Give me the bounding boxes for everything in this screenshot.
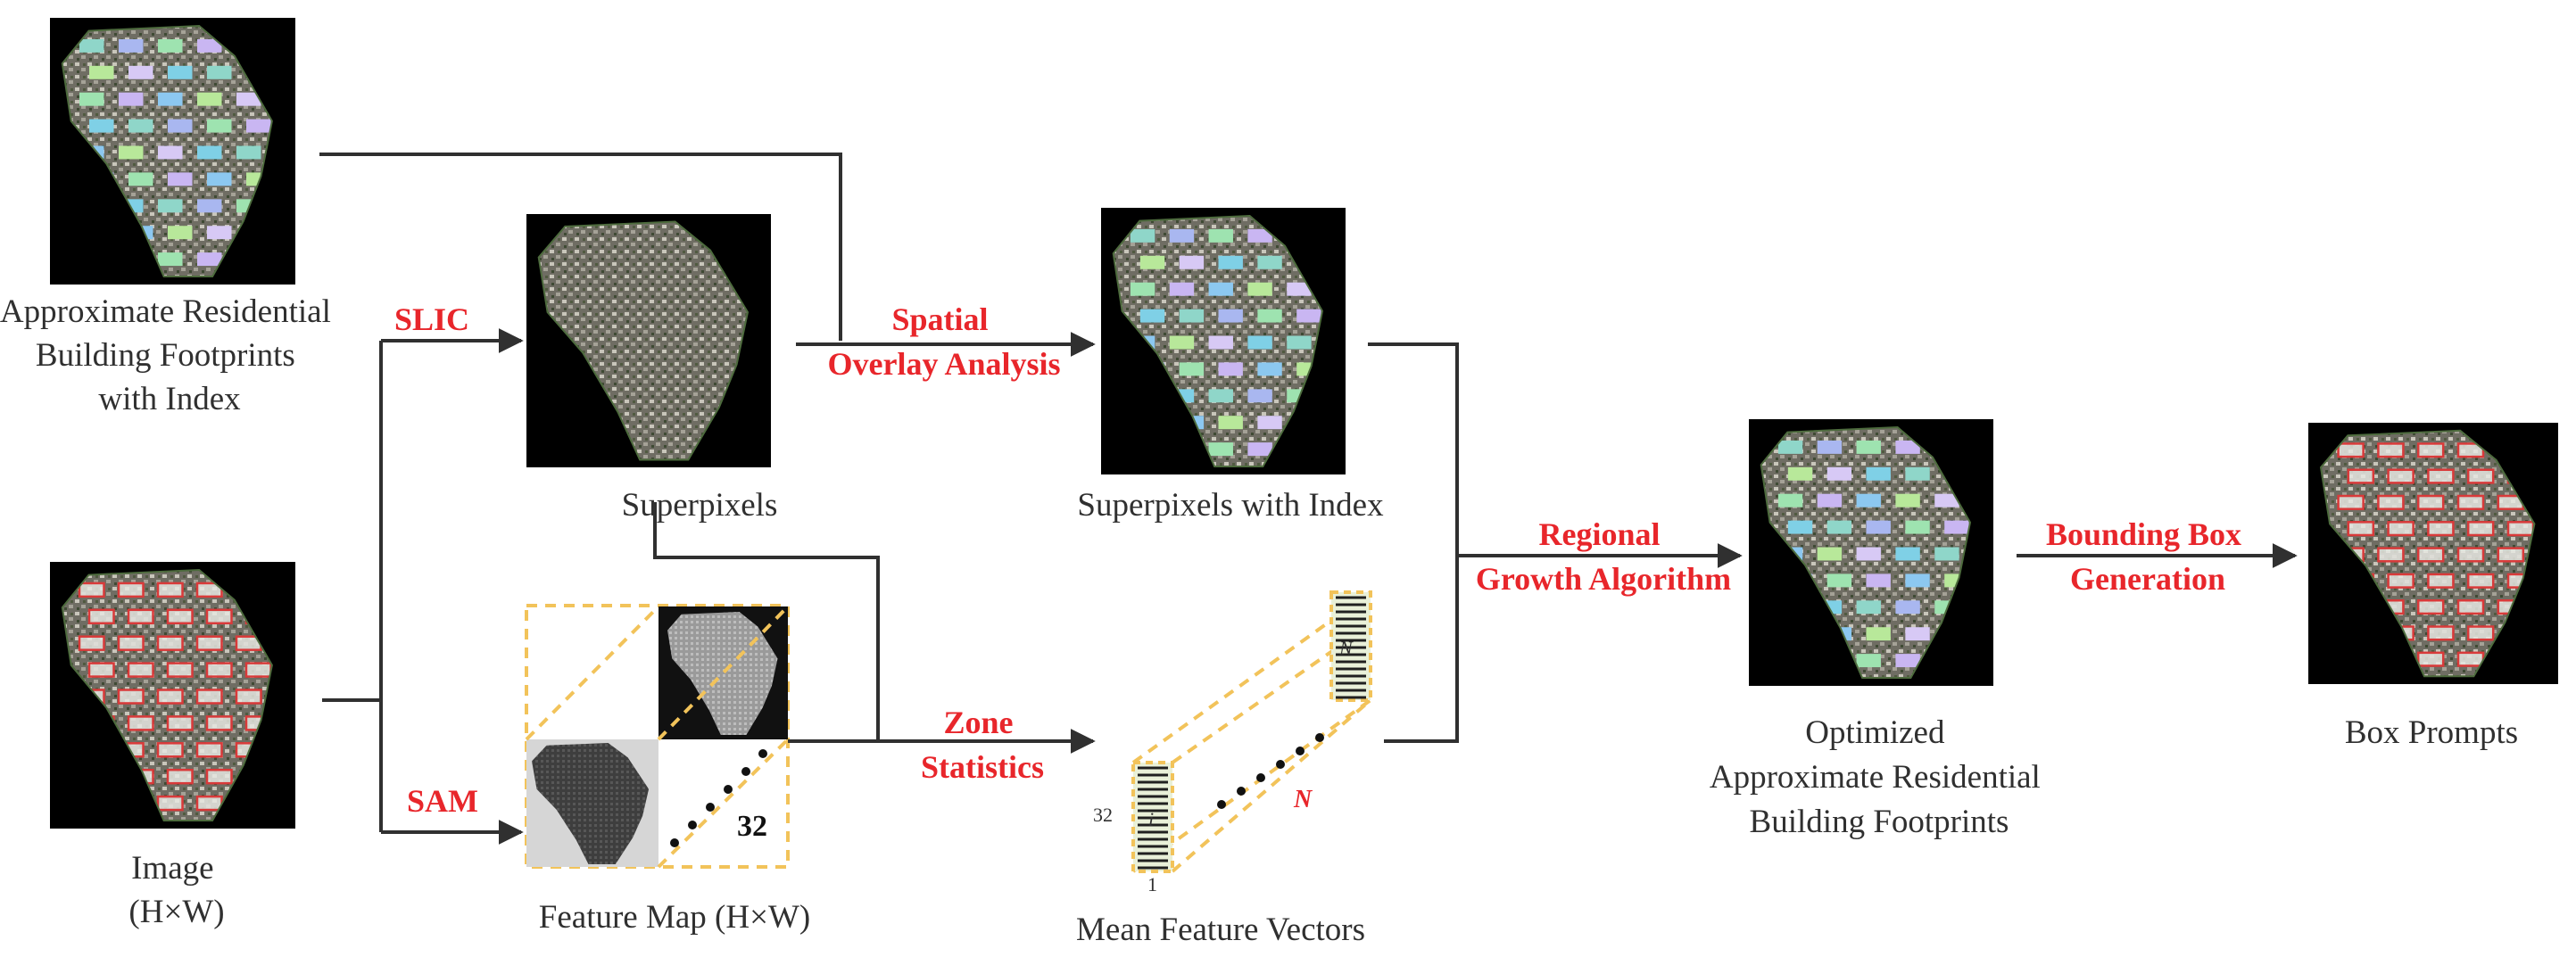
feature-map-channel-count: 32: [737, 810, 767, 843]
optimized-footprints-thumbnail: [1749, 419, 1993, 686]
connectors: [319, 153, 2298, 845]
footprints-index-label: Approximate Residential Building Footpri…: [0, 293, 339, 417]
feature-vector-last: [1329, 590, 1372, 702]
optimized-label: Optimized Approximate Residential Buildi…: [1710, 714, 2049, 840]
bbox-generation-operation: Bounding Box Generation: [2046, 516, 2249, 597]
superpixels-thumbnail: [526, 214, 771, 467]
spatial-overlay-operation: Spatial Overlay Analysis: [827, 301, 1060, 382]
feature-map-stack: 32: [525, 604, 790, 869]
feature-map-label: Feature Map (H×W): [539, 899, 810, 936]
superpixels-index-label: Superpixels with Index: [1077, 487, 1384, 524]
vector-index-i: i: [1148, 808, 1154, 830]
connector-superpixels-to-zone: [653, 502, 880, 741]
feature-map-channel-first: [526, 739, 658, 867]
connector-footprints-to-overlay: [319, 153, 842, 341]
vector-count-label: N: [1293, 786, 1313, 813]
superpixels-label: Superpixels: [622, 487, 778, 524]
feature-map-ellipsis-dots: [670, 749, 767, 847]
mean-feature-vectors-stack: 32 1 i N N: [1093, 590, 1372, 895]
connector-merge: [1368, 342, 1459, 743]
box-prompts-thumbnail: [2308, 423, 2558, 684]
regional-growth-operation: Regional Growth Algorithm: [1476, 516, 1731, 597]
image-label: Image (H×W): [128, 850, 224, 930]
sam-operation: SAM: [407, 783, 478, 819]
vector-index-n: N: [1338, 637, 1354, 659]
feature-vector-first: [1131, 761, 1174, 873]
superpixels-with-index-thumbnail: [1101, 208, 1346, 474]
mean-vectors-label: Mean Feature Vectors: [1076, 912, 1365, 948]
slic-operation: SLIC: [394, 301, 469, 337]
vector-ellipsis-dots: [1217, 733, 1324, 809]
input-image-thumbnail: [50, 562, 295, 829]
vector-first-index: 1: [1147, 873, 1157, 895]
zone-statistics-operation: Zone Statistics: [921, 705, 1044, 785]
vector-dimension-label: 32: [1093, 804, 1113, 826]
footprints-with-index-thumbnail: [50, 18, 295, 285]
box-prompts-label: Box Prompts: [2345, 714, 2518, 751]
